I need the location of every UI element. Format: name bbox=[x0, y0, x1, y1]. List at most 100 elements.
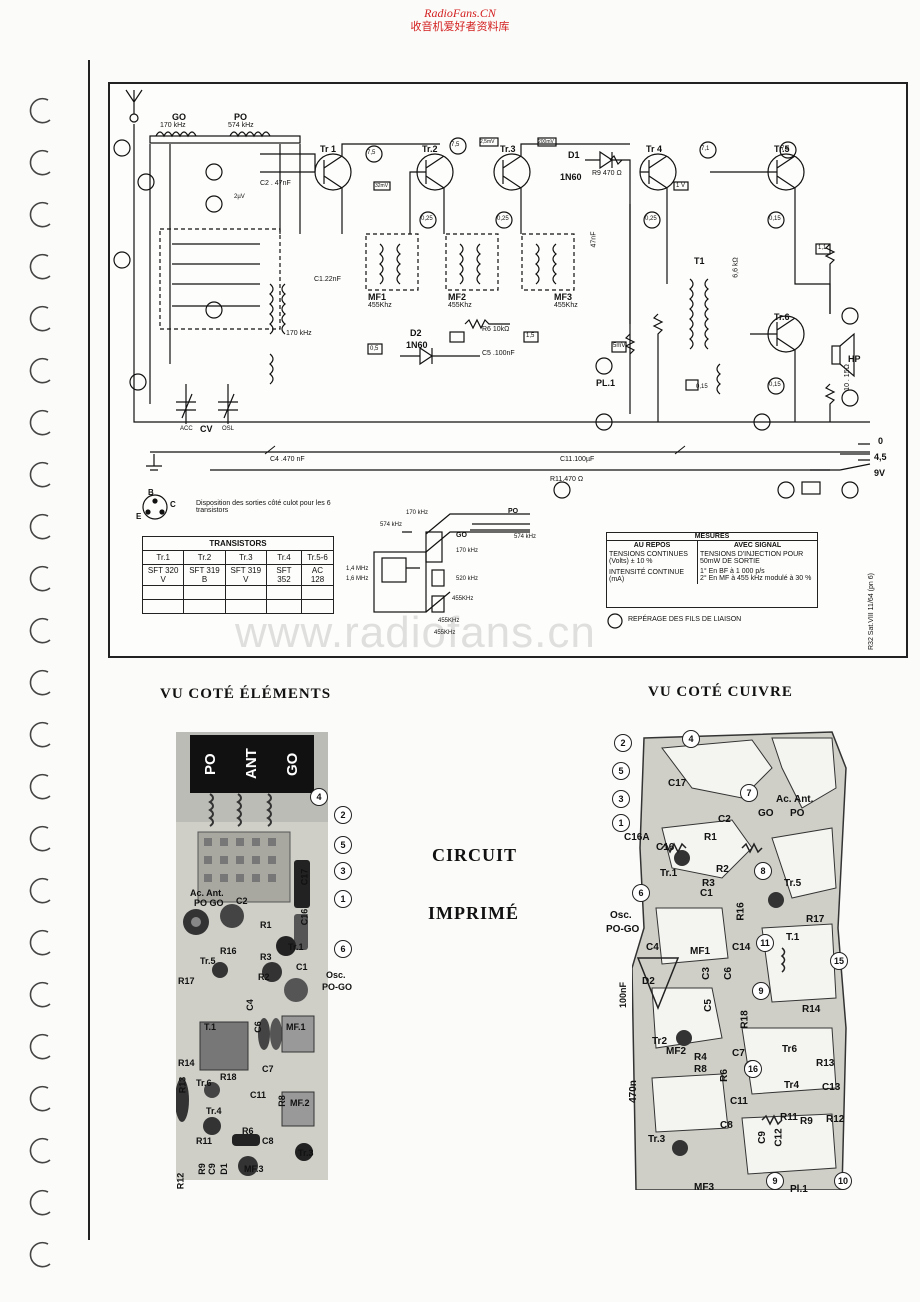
page-edge-line bbox=[88, 60, 90, 1240]
tag-t1: 0,15 bbox=[696, 384, 708, 390]
pcb-470n: 470n bbox=[627, 1080, 639, 1103]
key-go[interactable]: GO bbox=[284, 752, 301, 776]
mesures-injection: TENSIONS D'INJECTION POUR 50mW DE SORTIE bbox=[700, 551, 804, 565]
pcb-r13: R13 bbox=[816, 1058, 835, 1069]
coil-1-4: 1,4 MHz bbox=[346, 566, 369, 572]
r11-value: R11.470 Ω bbox=[550, 476, 584, 483]
coil-go: GO bbox=[456, 532, 467, 539]
pcb-r16: R16 bbox=[735, 902, 747, 921]
photo-r13: R13 bbox=[177, 1076, 188, 1094]
photo-r11: R11 bbox=[196, 1136, 213, 1146]
key-po[interactable]: PO bbox=[202, 753, 219, 775]
tag-inj-2: 2,5mV bbox=[480, 139, 495, 145]
watermark: www.radiofans.cn bbox=[235, 608, 596, 657]
photo-mf3: MF.3 bbox=[244, 1164, 264, 1174]
pcb-callout-15: 15 bbox=[830, 952, 848, 970]
photo-osc-pogo: PO-GO bbox=[322, 982, 353, 992]
pcb-c8: C8 bbox=[720, 1120, 733, 1131]
reperage-circle-icon bbox=[607, 613, 623, 629]
pcb-callout-5: 5 bbox=[612, 762, 630, 780]
pin-c: C bbox=[170, 500, 176, 509]
pcb-tr2: Tr2 bbox=[652, 1036, 668, 1047]
pcb-r11: R11 bbox=[780, 1112, 798, 1123]
tr4-label: Tr 4 bbox=[646, 144, 663, 154]
schematic-diagram: GO 170 kHz PO 574 kHz Tr 1 Tr.2 Tr.3 Tr … bbox=[108, 82, 908, 658]
mesures-tensions: TENSIONS CONTINUES (Volts) ± 10 % bbox=[609, 551, 688, 565]
photo-r6: R6 bbox=[242, 1126, 254, 1136]
photo-r12: R12 bbox=[175, 1172, 186, 1190]
d1-label: D1 bbox=[568, 150, 580, 160]
coil-po-f: 574 kHz bbox=[514, 534, 537, 540]
photo-ac-ant: Ac. Ant. bbox=[190, 888, 224, 898]
tag-inj-3: 200mV bbox=[538, 139, 554, 145]
c4-value: C4 .470 nF bbox=[270, 456, 305, 463]
site-header: RadioFans.CN 收音机爱好者资料库 bbox=[0, 6, 920, 34]
pcb-pl1: Pl.1 bbox=[790, 1184, 808, 1195]
acc-label: ACC bbox=[180, 426, 193, 432]
mesures-intensite: INTENSITÉ CONTINUE (mA) bbox=[609, 569, 685, 583]
d2-type: 1N60 bbox=[406, 340, 428, 350]
coil-po: PO bbox=[508, 508, 519, 515]
photo-r14: R14 bbox=[178, 1058, 195, 1068]
supply-4-5: 4,5 bbox=[874, 452, 887, 462]
pcb-callout-4: 4 bbox=[682, 730, 700, 748]
key-ant[interactable]: ANT bbox=[243, 748, 260, 780]
photo-d1: D1 bbox=[218, 1163, 229, 1175]
c1-value: C1.22nF bbox=[314, 276, 341, 283]
pcb-go: GO bbox=[758, 808, 774, 819]
tag-tr5-v: 7,5 bbox=[781, 146, 790, 152]
pcb-c4: C4 bbox=[646, 942, 659, 953]
tag-inj-1: 32mV bbox=[375, 183, 389, 189]
band-switch-keys: PO ANT GO bbox=[190, 735, 314, 793]
mesures-col1: AU REPOS bbox=[633, 542, 671, 549]
c2-value: C2 . 47nF bbox=[260, 180, 291, 187]
photo-callout-2: 2 bbox=[334, 806, 352, 824]
coil-455-c: 455KHz bbox=[434, 630, 456, 636]
r6-value: R6 10kΩ bbox=[482, 326, 510, 333]
c11-value: C11.100µF bbox=[560, 456, 595, 463]
cv-label: CV bbox=[200, 424, 213, 434]
photo-r3: R3 bbox=[260, 952, 272, 962]
mesures-title: MESURES bbox=[607, 533, 817, 541]
photo-c17: C17 bbox=[299, 868, 310, 886]
site-name[interactable]: RadioFans.CN bbox=[424, 6, 496, 20]
c9-value: 47nF bbox=[590, 231, 598, 248]
photo-c1: C1 bbox=[296, 962, 308, 972]
reperage-note: REPÉRAGE DES FILS DE LIAISON bbox=[628, 616, 742, 623]
tag-tr6-e: 0,15 bbox=[769, 382, 781, 388]
pcb-r14: R14 bbox=[802, 1004, 821, 1015]
tr2-label: Tr.2 bbox=[422, 144, 438, 154]
pcb-c5: C5 bbox=[702, 999, 714, 1012]
tr5-label: Tr.5 bbox=[774, 144, 790, 154]
photo-callout-6: 6 bbox=[334, 940, 352, 958]
coil-455-a: 455KHz bbox=[452, 596, 474, 602]
photo-mf2: MF.2 bbox=[290, 1098, 310, 1108]
photo-t1: T.1 bbox=[204, 1022, 217, 1032]
board-photo-art bbox=[176, 793, 328, 1180]
pcb-r8: R8 bbox=[694, 1064, 707, 1075]
pcb-c14: C14 bbox=[732, 942, 751, 953]
tr1-label: Tr 1 bbox=[320, 144, 337, 154]
tt-cell-3: SFT 319 V bbox=[224, 564, 267, 586]
photo-tr4: Tr.4 bbox=[206, 1106, 222, 1116]
mf3-freq: 455Khz bbox=[554, 302, 578, 309]
photo-c11: C11 bbox=[250, 1090, 267, 1100]
component-side-photo bbox=[176, 732, 328, 1180]
tt-header-4: Tr.4 bbox=[265, 550, 302, 565]
photo-r2: R2 bbox=[258, 972, 270, 982]
photo-c9: C9 bbox=[206, 1163, 217, 1175]
pcb-c6: C6 bbox=[722, 967, 734, 980]
photo-osc: Osc. bbox=[326, 970, 346, 980]
supply-9v: 9V bbox=[874, 468, 886, 478]
photo-tr3: Tr.3 bbox=[298, 1148, 314, 1158]
caption-imprime: IMPRIMÉ bbox=[428, 903, 519, 923]
pcb-t1: T.1 bbox=[786, 932, 800, 943]
pcb-c13: C13 bbox=[822, 1082, 841, 1093]
pcb-c16a: C16A bbox=[624, 832, 650, 843]
mf2-freq: 455Khz bbox=[448, 302, 472, 309]
tt-cell-2: SFT 319 B bbox=[183, 564, 226, 586]
tt-header-3: Tr.3 bbox=[224, 550, 267, 565]
pcb-osc-pogo: PO-GO bbox=[606, 924, 640, 935]
mf1-label: MF1 bbox=[368, 292, 386, 302]
mf3-label: MF3 bbox=[554, 292, 572, 302]
